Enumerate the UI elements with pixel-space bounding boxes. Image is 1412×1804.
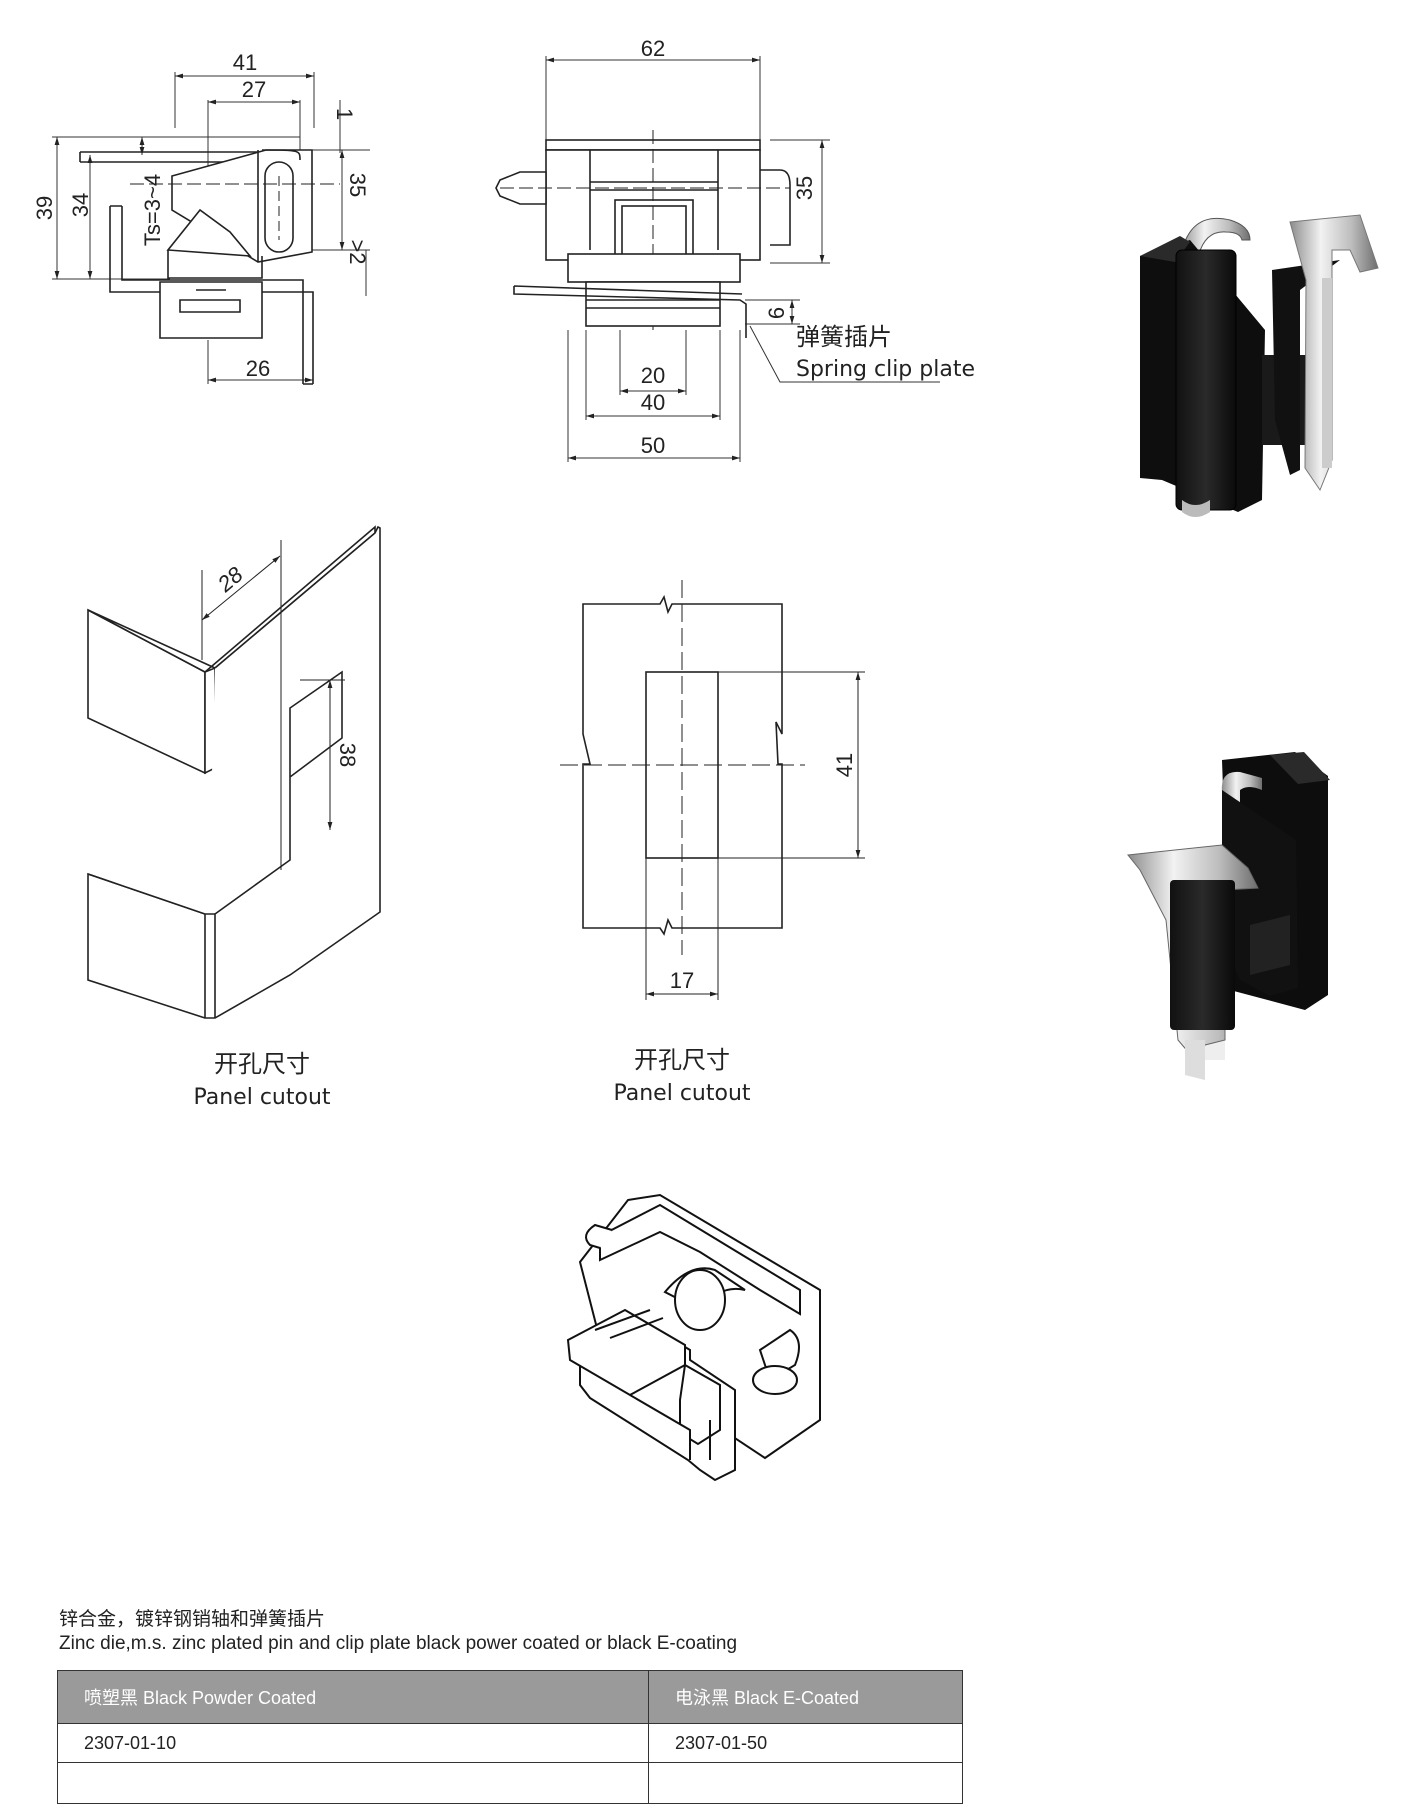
dim-38: 38 [335, 743, 360, 767]
front-view-dimension-labels: 41 27 1 39 34 Ts=3~4 35 >2 26 [32, 50, 370, 381]
dim-6: 6 [764, 307, 789, 319]
code-e-coated: 2307-01-50 [648, 1723, 963, 1763]
dim-27: 27 [242, 77, 266, 102]
material-description-cn: 锌合金，镀锌钢销轴和弹簧插片 [59, 1609, 326, 1630]
side-view-drawing [495, 56, 940, 462]
dim-40: 40 [641, 390, 665, 415]
dim-39: 39 [32, 196, 57, 220]
spring-clip-label-en: Spring clip plate [796, 357, 975, 382]
header-powder-coated: 喷塑黑 Black Powder Coated [57, 1670, 649, 1724]
header-e-coated: 电泳黑 Black E-Coated [648, 1670, 963, 1724]
code-powder-coated: 2307-01-10 [57, 1723, 649, 1763]
dim-41: 41 [233, 50, 257, 75]
dim-62: 62 [641, 36, 665, 61]
dim-50: 50 [641, 433, 665, 458]
panel-cutout-caption-en-left: Panel cutout [193, 1085, 330, 1110]
dim-41-cutout: 41 [832, 753, 857, 777]
empty-cell [648, 1762, 963, 1804]
panel-cutout-flat [560, 580, 865, 1000]
panel-cutout-caption-en-right: Panel cutout [613, 1081, 750, 1106]
dim-20: 20 [641, 363, 665, 388]
dim-35: 35 [345, 173, 370, 197]
material-description-en: Zinc die,m.s. zinc plated pin and clip p… [59, 1633, 738, 1654]
dim-34: 34 [68, 193, 93, 217]
hinge-photo-black-1 [1140, 214, 1379, 517]
spring-clip-label-cn: 弹簧插片 [796, 323, 892, 351]
side-view-dimension-labels: 62 35 6 20 40 50 弹簧插片 Spring clip plate [641, 36, 975, 458]
empty-cell [57, 1762, 649, 1804]
dim-28: 28 [212, 561, 248, 597]
panel-cutout-isometric [87, 525, 381, 1019]
front-view-drawing [52, 72, 370, 385]
hinge-photo-black-2 [1127, 752, 1330, 1080]
dim-17: 17 [670, 968, 694, 993]
hinge-isometric-drawing [566, 1193, 821, 1482]
dim-35-side: 35 [792, 176, 817, 200]
panel-cutout-caption-cn-left: 开孔尺寸 [214, 1050, 310, 1078]
dim-1: 1 [332, 108, 357, 120]
finish-code-table: 喷塑黑 Black Powder Coated 电泳黑 Black E-Coat… [57, 1670, 963, 1804]
dim-26: 26 [246, 356, 270, 381]
dim-ts: Ts=3~4 [140, 174, 165, 246]
dim-gt2: >2 [345, 239, 370, 264]
panel-cutout-caption-cn-right: 开孔尺寸 [634, 1046, 730, 1074]
